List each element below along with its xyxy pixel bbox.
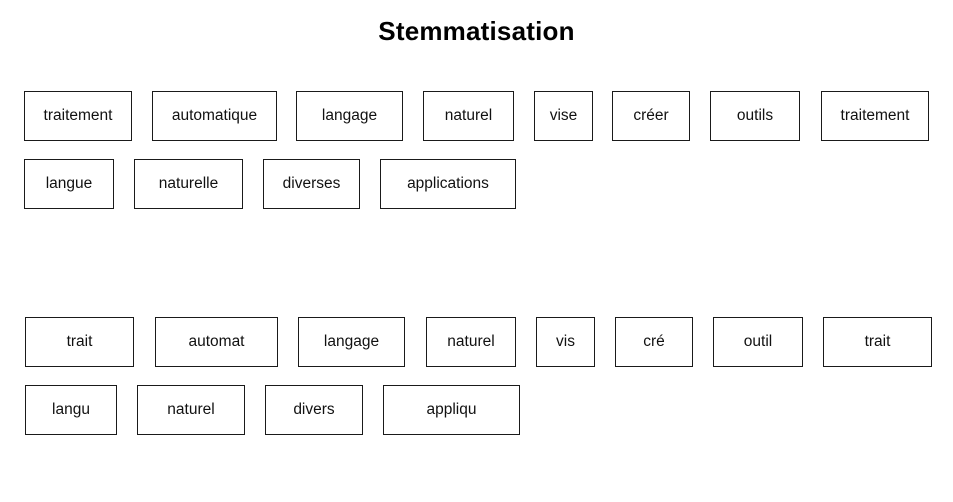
token-box: divers — [265, 385, 363, 435]
token-box: outil — [713, 317, 803, 367]
original-row-2: langue naturelle diverses applications — [0, 159, 953, 209]
token-box: cré — [615, 317, 693, 367]
token-box: vise — [534, 91, 593, 141]
token-box: naturel — [426, 317, 516, 367]
token-box: traitement — [821, 91, 929, 141]
token-box: appliqu — [383, 385, 520, 435]
token-box: langage — [298, 317, 405, 367]
token-box: outils — [710, 91, 800, 141]
token-box: naturelle — [134, 159, 243, 209]
stemmed-row-2: langu naturel divers appliqu — [0, 385, 953, 435]
token-box: langage — [296, 91, 403, 141]
token-box: trait — [823, 317, 932, 367]
token-box: diverses — [263, 159, 360, 209]
token-box: traitement — [24, 91, 132, 141]
token-box: langue — [24, 159, 114, 209]
token-box: trait — [25, 317, 134, 367]
token-box: applications — [380, 159, 516, 209]
token-box: créer — [612, 91, 690, 141]
token-box: vis — [536, 317, 595, 367]
token-box: automat — [155, 317, 278, 367]
token-box: langu — [25, 385, 117, 435]
token-box: naturel — [137, 385, 245, 435]
token-box: naturel — [423, 91, 514, 141]
token-box: automatique — [152, 91, 277, 141]
page-title: Stemmatisation — [378, 16, 575, 46]
